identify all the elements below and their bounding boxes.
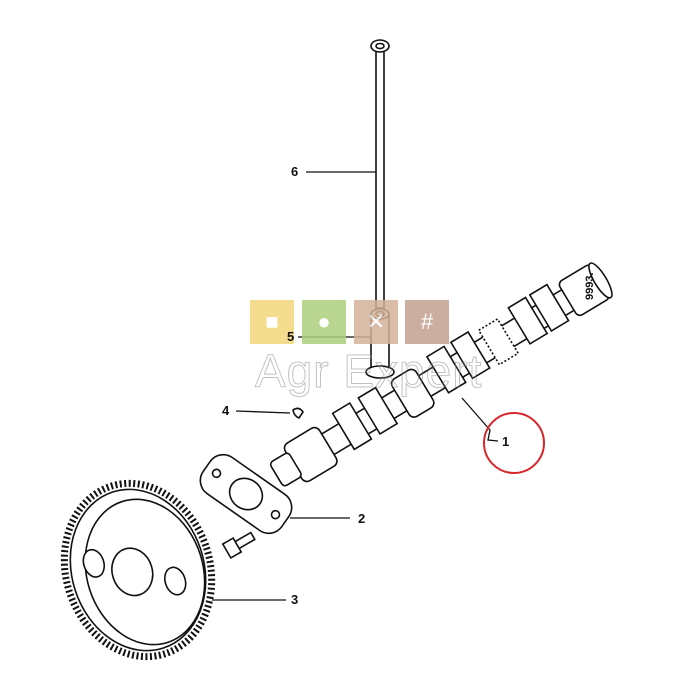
- label-part-1: 1: [502, 434, 510, 449]
- label-part-2: 2: [358, 511, 366, 526]
- bolt: [221, 531, 256, 560]
- camshaft: [269, 262, 613, 487]
- fence-icon: #: [405, 300, 449, 344]
- push-rod: [370, 39, 390, 309]
- wheelbarrow-icon: ●: [302, 300, 346, 344]
- tools-icon: ✕: [354, 300, 398, 344]
- watermark: Agr Expert: [254, 345, 483, 398]
- label-part-6: 6: [291, 164, 299, 179]
- tractor-icon: ■: [250, 300, 294, 344]
- woodruff-key: [292, 407, 304, 419]
- gasket: [199, 453, 293, 535]
- label-part-3: 3: [291, 592, 299, 607]
- label-part-5: 5: [287, 329, 295, 344]
- drawing-code: 9993.: [584, 272, 596, 300]
- label-part-4: 4: [222, 403, 230, 418]
- highlight-circle: [483, 412, 545, 474]
- cam-gear: [60, 479, 216, 661]
